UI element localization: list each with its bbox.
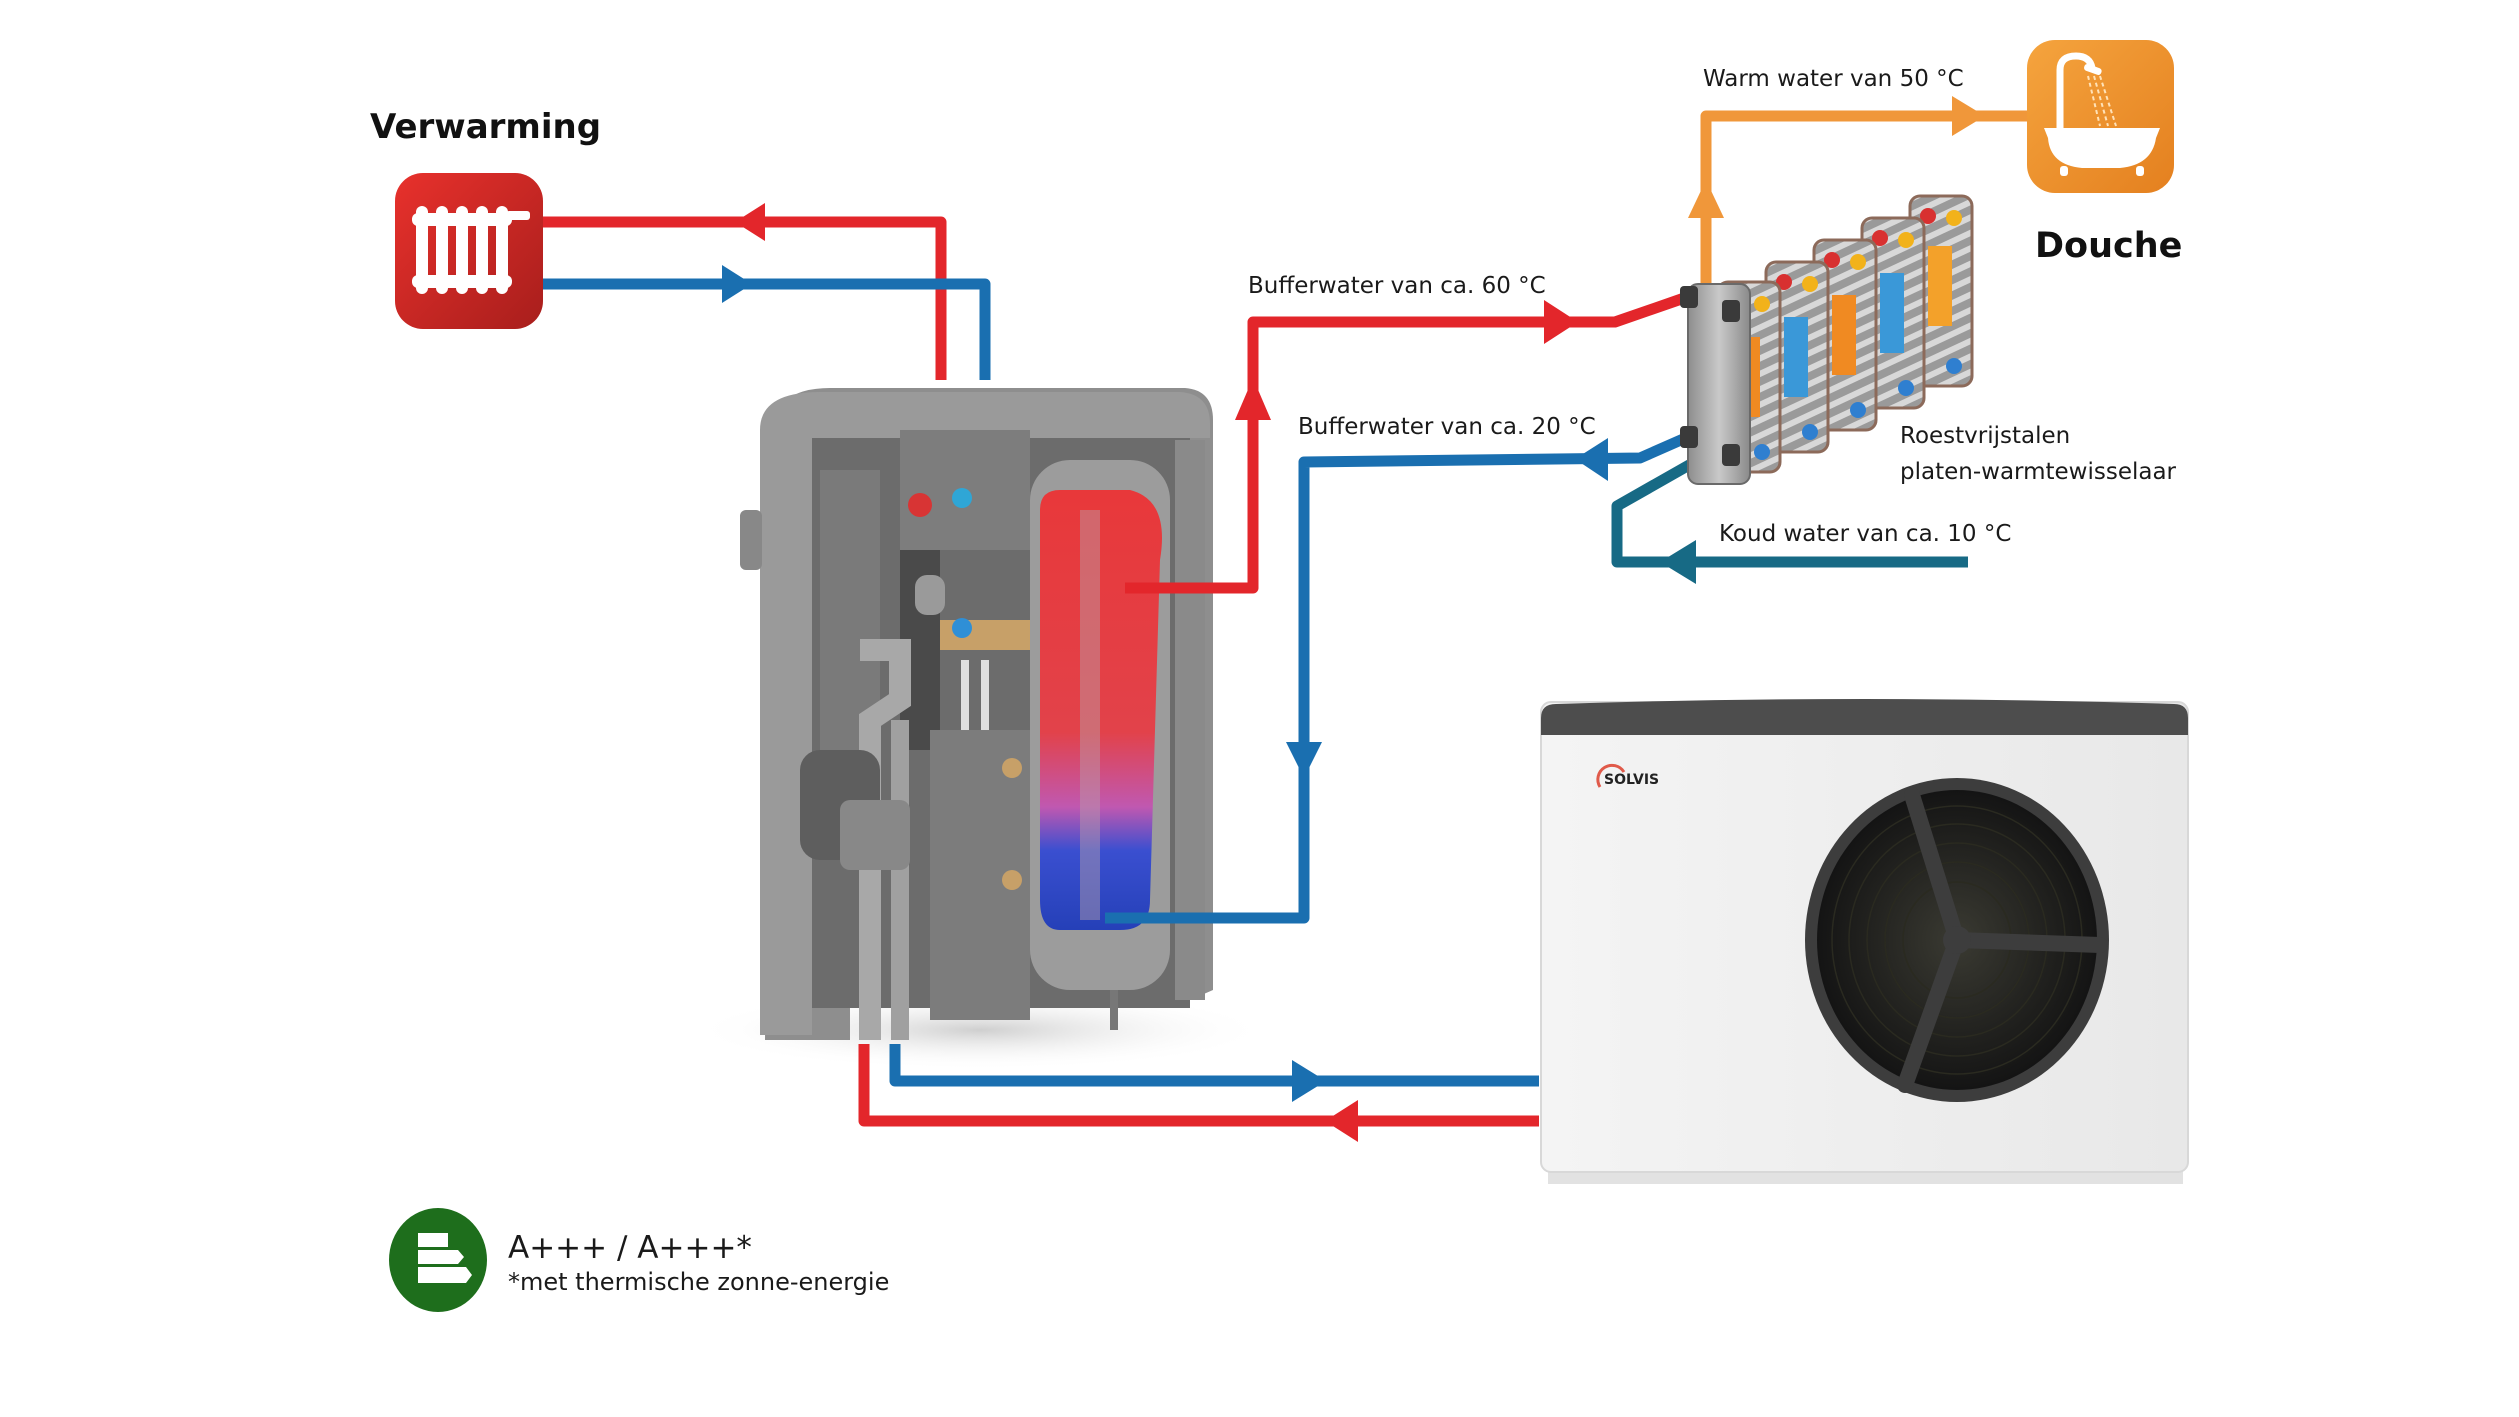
label-heat-exchanger-line2: platen-warmtewisselaar	[1900, 459, 2177, 485]
arrow-left-icon	[1660, 540, 1696, 584]
buffer-cold-pipe	[1105, 430, 1693, 924]
solvis-logo: SOLVIS	[1596, 763, 1659, 788]
arrow-down-icon	[1286, 742, 1322, 778]
heating-supply-pipe	[543, 216, 947, 380]
label-buffer-hot: Bufferwater van ca. 60 °C	[1248, 273, 1546, 299]
label-warm-water: Warm water van 50 °C	[1703, 66, 1964, 92]
energy-rating: A+++ / A+++*	[508, 1230, 752, 1266]
cold-water-pipe	[1611, 451, 1968, 568]
label-buffer-cold: Bufferwater van ca. 20 °C	[1298, 414, 1596, 440]
arrow-right-icon	[1544, 300, 1578, 344]
energy-footnote: *met thermische zonne-energie	[508, 1268, 889, 1296]
energy-label-icon	[389, 1208, 487, 1312]
warm-water-pipe	[1700, 110, 2030, 330]
heating-title: Verwarming	[370, 107, 601, 147]
indoor-storage-unit	[690, 388, 1270, 1070]
label-heat-exchanger-line1: Roestvrijstalen	[1900, 423, 2070, 449]
buffer-hot-pipe	[1125, 290, 1692, 594]
label-cold-water: Koud water van ca. 10 °C	[1719, 521, 2011, 547]
arrow-left-icon	[1325, 1100, 1358, 1142]
arrow-left-icon	[735, 203, 765, 241]
arrow-right-icon	[722, 265, 752, 303]
exchanger-end-plate	[1687, 283, 1751, 485]
shower-title: Douche	[2035, 226, 2182, 266]
plate-heat-exchanger	[1680, 194, 1974, 485]
arrow-up-icon	[1688, 180, 1724, 218]
outdoor-return-pipe	[858, 1044, 1539, 1127]
arrow-up-icon	[1235, 378, 1271, 420]
fan-grille	[1805, 778, 2109, 1102]
arrow-right-icon	[1952, 96, 1985, 136]
brand-name: SOLVIS	[1604, 772, 1659, 788]
radiator-icon	[395, 173, 543, 329]
arrow-left-icon	[1575, 438, 1608, 481]
outdoor-heat-pump-unit: SOLVIS	[1540, 699, 2189, 1184]
bathtub-shower-icon	[2027, 40, 2174, 193]
arrow-right-icon	[1292, 1060, 1326, 1102]
heating-return-pipe	[543, 278, 991, 380]
